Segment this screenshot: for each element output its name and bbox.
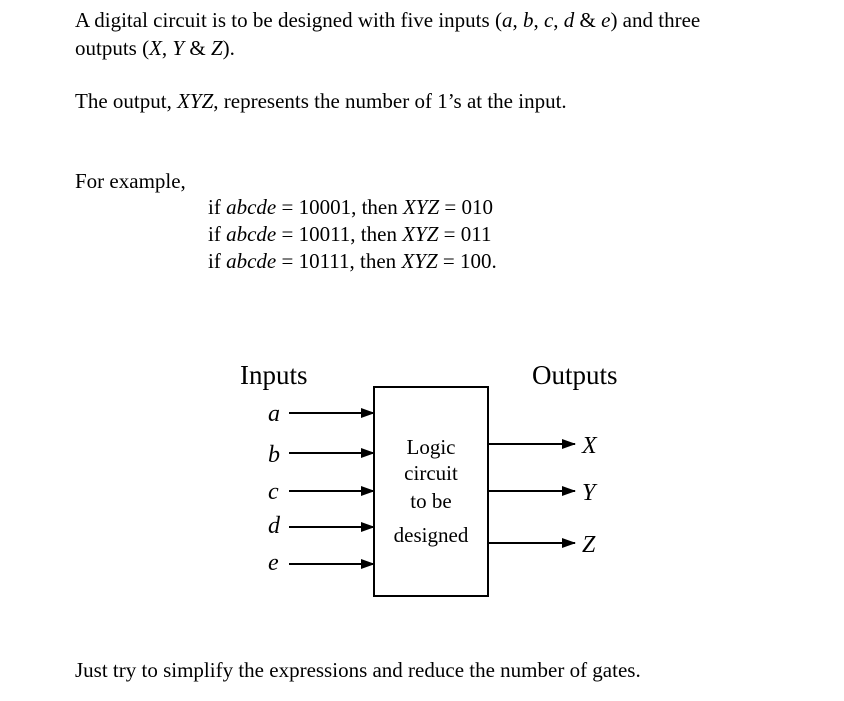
desc-text: , represents the number of 1’s at the in… <box>213 89 567 113</box>
intro-line-1: A digital circuit is to be designed with… <box>75 7 700 34</box>
var-XYZ: XYZ <box>177 89 214 113</box>
logic-circuit-box <box>373 386 489 597</box>
input-label-d: d <box>268 513 281 539</box>
input-label-e: e <box>268 550 279 576</box>
var-d: d <box>563 8 575 32</box>
ex-rhs: XYZ <box>402 195 440 219</box>
intro-text: ) and three <box>610 8 701 32</box>
example-line-3: if abcde = 10111, then XYZ = 100. <box>208 248 497 275</box>
sep: , <box>512 8 523 32</box>
inputs-label: Inputs <box>240 360 308 390</box>
outputs-label: Outputs <box>532 360 618 390</box>
box-text-line-1: Logic <box>407 435 456 459</box>
ex-val: = 010 <box>439 195 494 219</box>
output-label-X: X <box>581 433 598 459</box>
intro-text: A digital circuit is to be designed with… <box>75 8 502 32</box>
ex-rhs: XYZ <box>401 249 438 273</box>
box-text-line-3: to be <box>410 489 451 513</box>
var-b: b <box>522 8 534 32</box>
ex-lhs: abcde <box>226 222 277 246</box>
intro-line-2: outputs (X, Y & Z). <box>75 35 235 62</box>
sep: , <box>553 8 564 32</box>
var-c: c <box>543 8 554 32</box>
ex-mid: = 10001, then <box>276 195 403 219</box>
ex-lhs: abcde <box>226 249 277 273</box>
input-label-a: a <box>268 401 280 427</box>
example-heading: For example, <box>75 169 186 193</box>
ex-if: if <box>208 249 227 273</box>
footer-note: Just try to simplify the expressions and… <box>75 658 641 682</box>
var-Y: Y <box>172 36 185 60</box>
example-line-1: if abcde = 10001, then XYZ = 010 <box>208 194 493 221</box>
example-line-2: if abcde = 10011, then XYZ = 011 <box>208 221 491 248</box>
ex-mid: = 10011, then <box>276 222 403 246</box>
ex-if: if <box>208 222 227 246</box>
output-description: The output, XYZ, represents the number o… <box>75 88 567 115</box>
intro-text: ). <box>222 36 235 60</box>
sep: & <box>184 36 211 60</box>
var-a: a <box>501 8 513 32</box>
output-label-Z: Z <box>582 532 596 558</box>
input-label-b: b <box>268 442 280 468</box>
box-text-line-2: circuit <box>404 461 458 485</box>
desc-text: The output, <box>75 89 178 113</box>
var-X: X <box>149 36 162 60</box>
sep: , <box>161 36 173 60</box>
input-label-c: c <box>268 479 279 505</box>
var-Z: Z <box>210 36 223 60</box>
output-label-Y: Y <box>582 480 598 506</box>
ex-mid: = 10111, then <box>276 249 402 273</box>
ex-if: if <box>208 195 227 219</box>
ex-lhs: abcde <box>226 195 277 219</box>
ex-val: = 100. <box>437 249 497 273</box>
var-e: e <box>601 8 611 32</box>
box-text-line-4: designed <box>394 523 469 547</box>
sep: , <box>533 8 544 32</box>
sep: & <box>574 8 602 32</box>
intro-text: outputs ( <box>75 36 150 60</box>
ex-val: = 011 <box>438 222 492 246</box>
ex-rhs: XYZ <box>402 222 439 246</box>
